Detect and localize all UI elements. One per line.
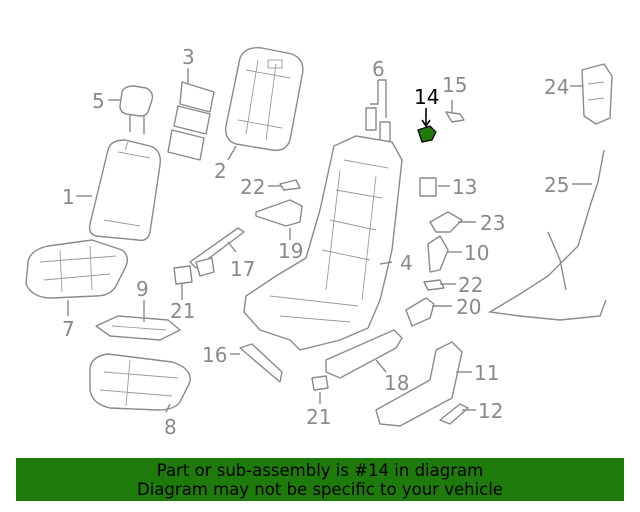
callout-5: 5 — [92, 89, 105, 113]
part-10-cover — [427, 235, 449, 273]
callout-22-a: 22 — [240, 175, 265, 199]
callout-11: 11 — [474, 361, 499, 385]
part-18-side-shield — [325, 329, 403, 379]
info-banner: Part or sub-assembly is #14 in diagram D… — [16, 458, 624, 501]
callout-24: 24 — [544, 75, 569, 99]
part-16-trim — [239, 343, 283, 383]
callout-16: 16 — [202, 343, 227, 367]
banner-line-1: Part or sub-assembly is #14 in diagram — [156, 461, 484, 480]
part-17-rod — [189, 227, 245, 277]
callout-25: 25 — [544, 173, 569, 197]
banner-line-2: Diagram may not be specific to your vehi… — [137, 480, 503, 499]
part-8-cushion-pad — [89, 353, 191, 411]
callout-17: 17 — [230, 257, 255, 281]
part-11-side-shield — [375, 341, 463, 427]
callout-9: 9 — [136, 277, 149, 301]
callout-22-b: 22 — [458, 273, 483, 297]
part-13-bracket — [419, 177, 437, 197]
part-21-clips — [173, 265, 329, 391]
callout-1: 1 — [62, 185, 75, 209]
callout-4: 4 — [400, 251, 413, 275]
part-25-cable — [487, 149, 607, 321]
part-19-bracket — [255, 199, 303, 227]
callout-15: 15 — [442, 73, 467, 97]
part-14-shape — [417, 125, 437, 143]
callout-2: 2 — [214, 159, 227, 183]
part-14-highlight — [417, 108, 437, 143]
part-22-clips — [279, 179, 445, 291]
callout-14: 14 — [414, 85, 439, 109]
callout-3: 3 — [182, 45, 195, 69]
part-1-seatback-cover — [88, 139, 161, 242]
part-20-trim — [405, 297, 435, 327]
part-12-trim — [439, 403, 469, 425]
callout-21-b: 21 — [306, 405, 331, 429]
callout-6: 6 — [372, 57, 385, 81]
callout-20: 20 — [456, 295, 481, 319]
part-23-cover — [429, 211, 463, 233]
part-7-seat-cushion — [25, 239, 129, 299]
part-24-module — [581, 63, 613, 125]
callout-7: 7 — [62, 317, 75, 341]
part-15-clip — [445, 111, 465, 123]
part-9-heater-mat — [95, 315, 181, 341]
part-3-pad — [167, 81, 215, 161]
part-2-back-panel — [225, 47, 304, 151]
part-4-seat-frame — [243, 135, 403, 351]
leader-lines — [67, 68, 592, 413]
callout-18: 18 — [384, 371, 409, 395]
callout-12: 12 — [478, 399, 503, 423]
callout-19: 19 — [278, 239, 303, 263]
callout-23: 23 — [480, 211, 505, 235]
part-5-headrest — [119, 85, 154, 134]
callout-10: 10 — [464, 241, 489, 265]
callout-13: 13 — [452, 175, 477, 199]
callout-21-a: 21 — [170, 299, 195, 323]
callout-8: 8 — [164, 415, 177, 439]
